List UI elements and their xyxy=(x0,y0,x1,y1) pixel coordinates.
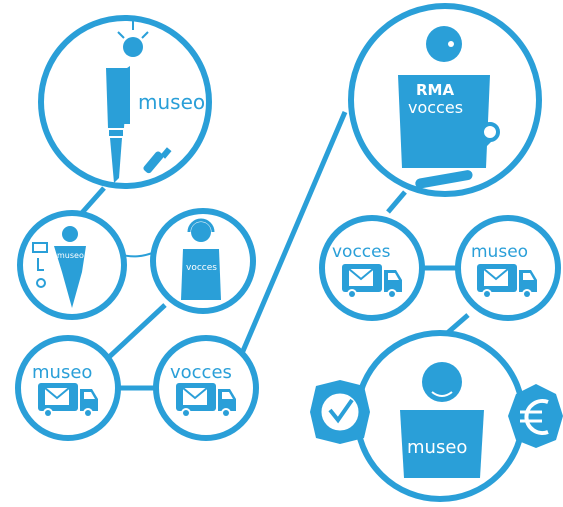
connector-left-to-rma xyxy=(237,111,348,359)
broken-burst-icon xyxy=(117,20,149,39)
contact-at-icon xyxy=(36,278,46,288)
circle-contact: museo xyxy=(17,210,127,320)
label-van-right-b: museo xyxy=(471,242,528,262)
circle-van-left-a: museo xyxy=(15,335,121,441)
label-rma-title: RMA xyxy=(416,81,454,99)
broken-item-icon xyxy=(143,147,172,174)
label-van-left-a: museo xyxy=(32,362,92,383)
circle-top-left: museo xyxy=(38,15,212,189)
contact-mail-icon xyxy=(32,242,48,253)
circle-rma: RMA vocces xyxy=(348,3,542,197)
euro-icon xyxy=(508,384,563,448)
label-van-right-a: vocces xyxy=(332,242,391,262)
clock-check-icon xyxy=(310,380,370,444)
rma-agent-icon xyxy=(398,75,490,168)
connector-top-left-to-contact xyxy=(78,186,106,217)
circle-agent: vocces xyxy=(150,208,256,314)
contact-phone-icon xyxy=(37,258,44,271)
wrench-icon xyxy=(415,122,500,189)
circle-van-left-b: vocces xyxy=(153,335,259,441)
label-top-left: museo xyxy=(138,90,205,114)
headset-agent-icon xyxy=(181,222,221,300)
contact-person-icon xyxy=(54,226,86,308)
label-van-left-b: vocces xyxy=(170,362,232,383)
broken-person-icon xyxy=(106,37,143,183)
circle-bottom-right: museo xyxy=(310,330,563,502)
label-contact-person: museo xyxy=(57,251,84,260)
circle-van-right-a: vocces xyxy=(319,215,425,321)
label-rma-sub: vocces xyxy=(408,98,463,117)
label-agent: vocces xyxy=(186,263,217,273)
connector-agent-to-van xyxy=(106,303,167,360)
happy-customer-icon xyxy=(400,410,484,478)
label-bottom-right: museo xyxy=(407,437,467,458)
connector-rma-to-van xyxy=(386,190,407,214)
circle-van-right-b: museo xyxy=(455,215,561,321)
